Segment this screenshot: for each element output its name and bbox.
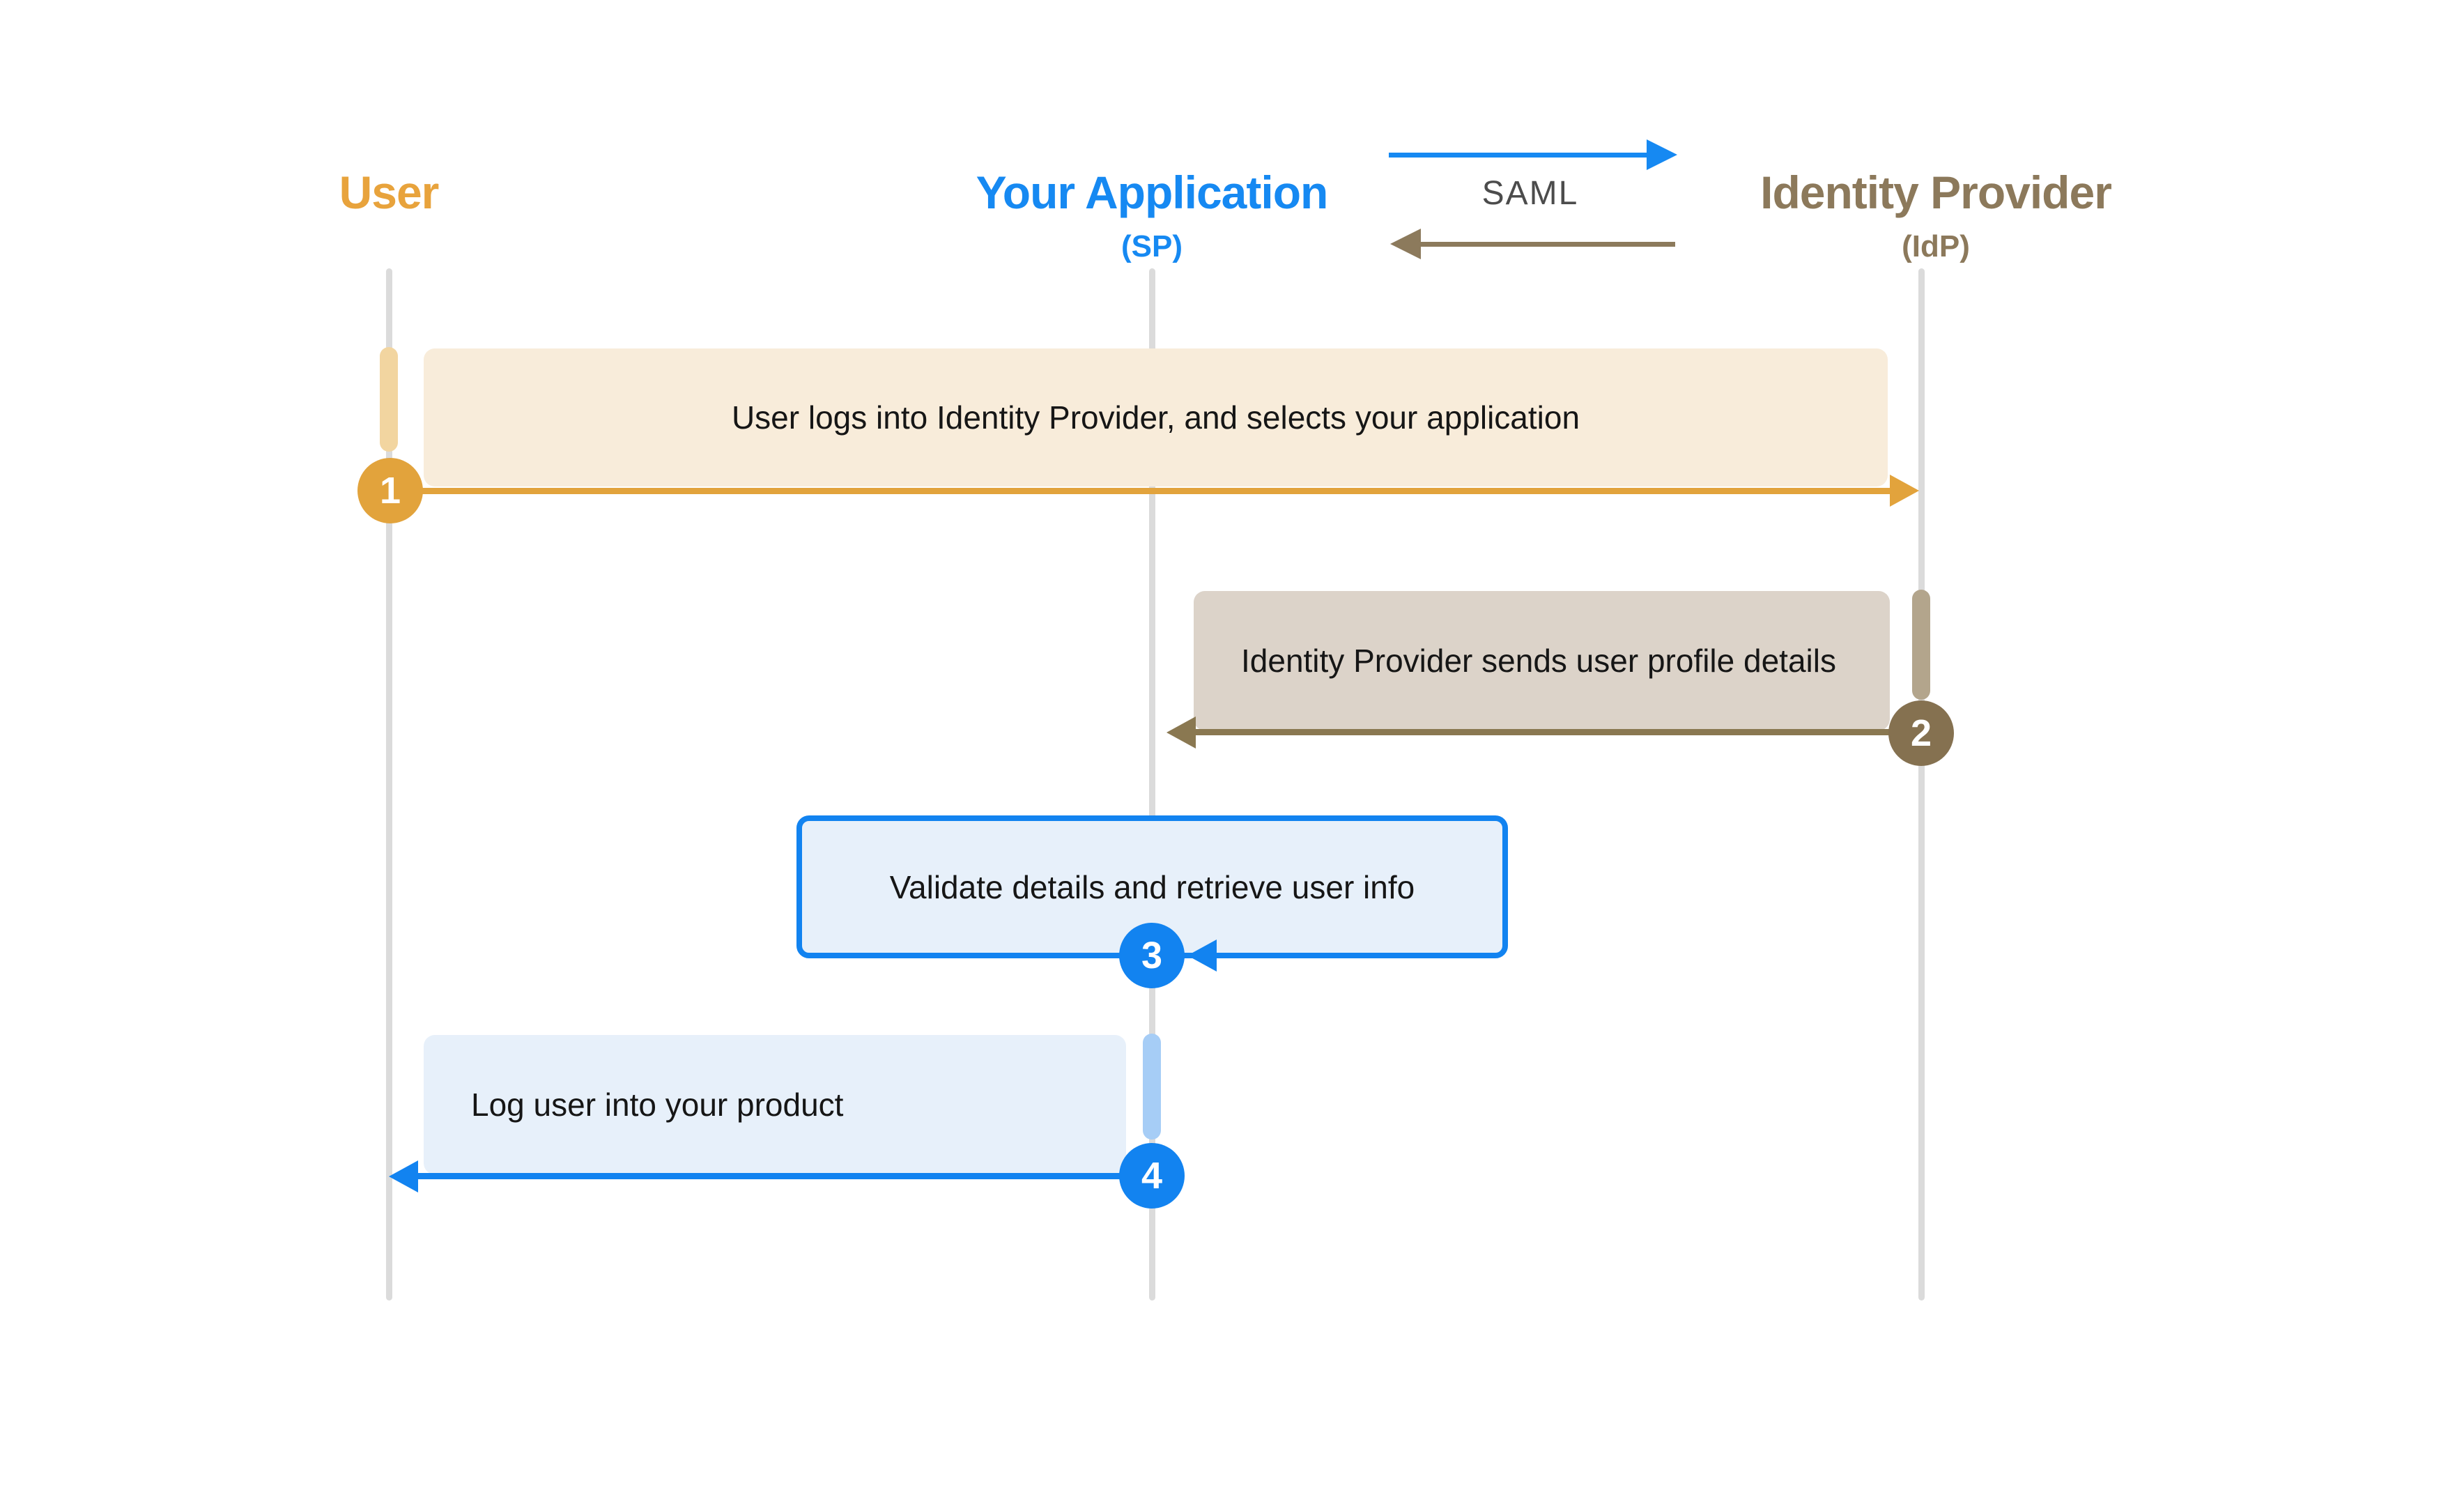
lifeline-your-application [1149,268,1155,1301]
step4-arrow-line [418,1173,1152,1179]
step2-message-box: Identity Provider sends user profile det… [1194,591,1890,730]
step2-arrow-line [1196,729,1921,735]
activation-bar-user [380,347,398,452]
step3-message-text: Validate details and retrieve user info [889,868,1415,905]
activation-bar-your-application [1143,1034,1161,1140]
saml-forward-arrow-line [1389,153,1648,158]
step3-number-badge: 3 [1119,923,1185,988]
activation-bar-identity-provider [1912,590,1930,700]
step4-number-badge: 4 [1119,1143,1185,1209]
step3-number: 3 [1141,935,1163,976]
step4-arrowhead-icon [389,1160,418,1192]
step1-message-box: User logs into Identity Provider, and se… [424,348,1888,486]
saml-return-arrowhead-icon [1390,229,1421,259]
step4-number: 4 [1141,1155,1163,1197]
step4-message-box: Log user into your product [424,1035,1126,1174]
step2-message-text: Identity Provider sends user profile det… [1241,643,1836,679]
step1-number: 1 [379,470,401,512]
step1-message-text: User logs into Identity Provider, and se… [731,399,1580,436]
actor-sublabel-sp: (SP) [1121,229,1183,263]
step2-number: 2 [1910,712,1932,754]
step1-number-badge: 1 [357,458,423,523]
step2-arrowhead-icon [1166,716,1196,749]
saml-protocol-label: SAML [1481,175,1579,212]
step1-arrow-line [389,488,1891,494]
actor-label-user: User [339,167,440,218]
lifeline-identity-provider [1918,268,1925,1301]
actor-sublabel-idp: (IdP) [1902,229,1970,263]
actor-label-identity-provider: Identity Provider [1760,167,2112,218]
lifeline-user [386,268,392,1301]
saml-return-arrow-line [1419,242,1675,247]
actor-label-your-application: Your Application [976,167,1329,218]
step3-arrowhead-icon [1187,939,1217,972]
step1-arrowhead-icon [1890,475,1919,507]
step2-number-badge: 2 [1888,700,1954,766]
saml-forward-arrowhead-icon [1647,139,1677,170]
step4-message-text: Log user into your product [471,1087,844,1123]
